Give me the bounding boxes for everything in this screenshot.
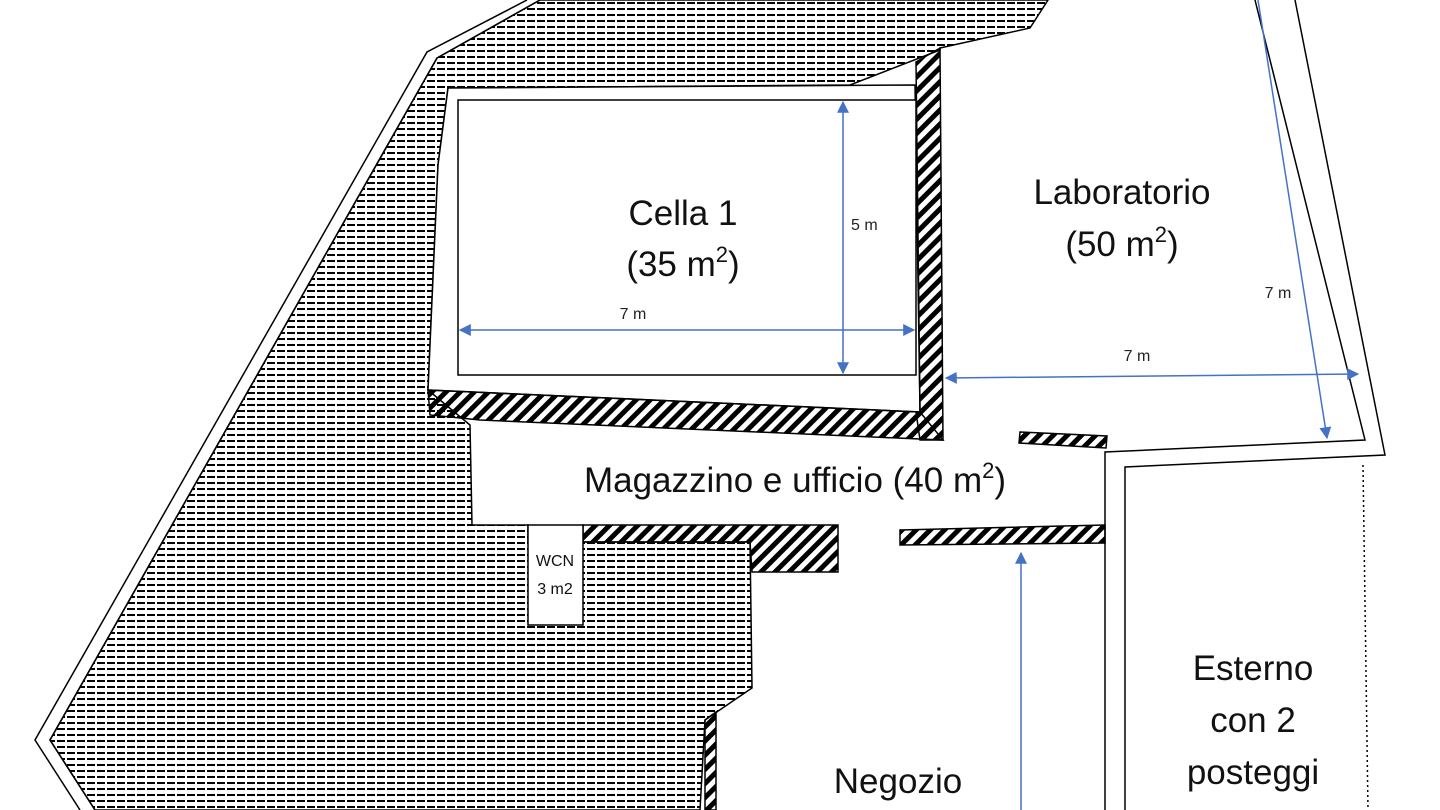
laboratorio-area: (50 m2)	[1065, 222, 1178, 264]
cella-right-wall	[915, 46, 944, 441]
esterno-line1: Esterno	[1193, 649, 1314, 688]
wall-segment-right	[1018, 431, 1108, 449]
lab-depth-arrow	[1257, 0, 1332, 440]
negozio-name: Negozio	[834, 762, 962, 801]
wc-room	[527, 524, 584, 626]
lab-depth-label: 7 m	[1265, 285, 1292, 302]
cella-height-label: 5 m	[851, 217, 878, 234]
lab-width-label: 7 m	[1124, 348, 1151, 365]
wcn-label-line1: WCN	[536, 553, 574, 570]
cella-name: Cella 1	[629, 194, 738, 233]
cella-width-label: 7 m	[620, 306, 647, 323]
cella-bottom-wall	[427, 389, 945, 441]
dimension-lines	[458, 0, 1360, 810]
magazzino-label: Magazzino e ufficio (40 m2)	[584, 458, 1006, 500]
laboratorio-name: Laboratorio	[1033, 173, 1210, 212]
cella-area: (35 m2)	[626, 242, 739, 284]
negozio-left-wall	[704, 710, 717, 810]
lab-width-arrow	[944, 368, 1360, 384]
cella-inner-wall	[457, 99, 917, 376]
esterno-line2: con 2	[1210, 701, 1296, 740]
wcn-label-line2: 3 m2	[537, 581, 573, 598]
wall-segment-bottom	[899, 524, 1106, 546]
esterno-line3: posteggi	[1187, 753, 1319, 792]
